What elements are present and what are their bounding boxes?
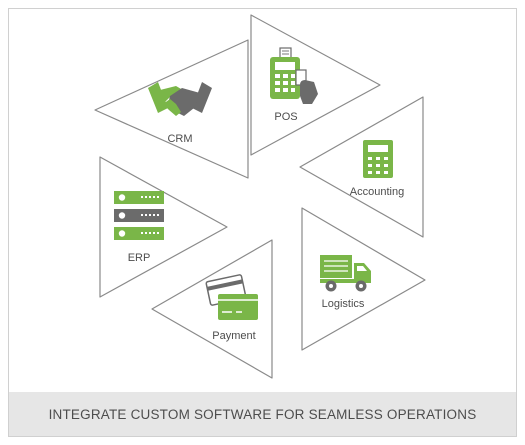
triangle-accounting [299,96,424,238]
logistics-label: Logistics [322,298,365,310]
credit-card-icon [205,274,258,320]
footer-banner: INTEGRATE CUSTOM SOFTWARE FOR SEAMLESS O… [9,392,516,436]
server-rack-icon [114,191,164,240]
payment-label: Payment [212,330,255,342]
crm-label: CRM [167,133,192,145]
footer-tagline: INTEGRATE CUSTOM SOFTWARE FOR SEAMLESS O… [48,406,477,422]
pos-label: POS [274,111,297,123]
pos-terminal-icon [270,47,318,104]
delivery-truck-icon [320,255,371,292]
accounting-label: Accounting [350,186,404,198]
calculator-icon [363,140,393,178]
handshake-icon [148,82,212,116]
erp-label: ERP [128,252,151,264]
triangle-payment [151,239,273,379]
